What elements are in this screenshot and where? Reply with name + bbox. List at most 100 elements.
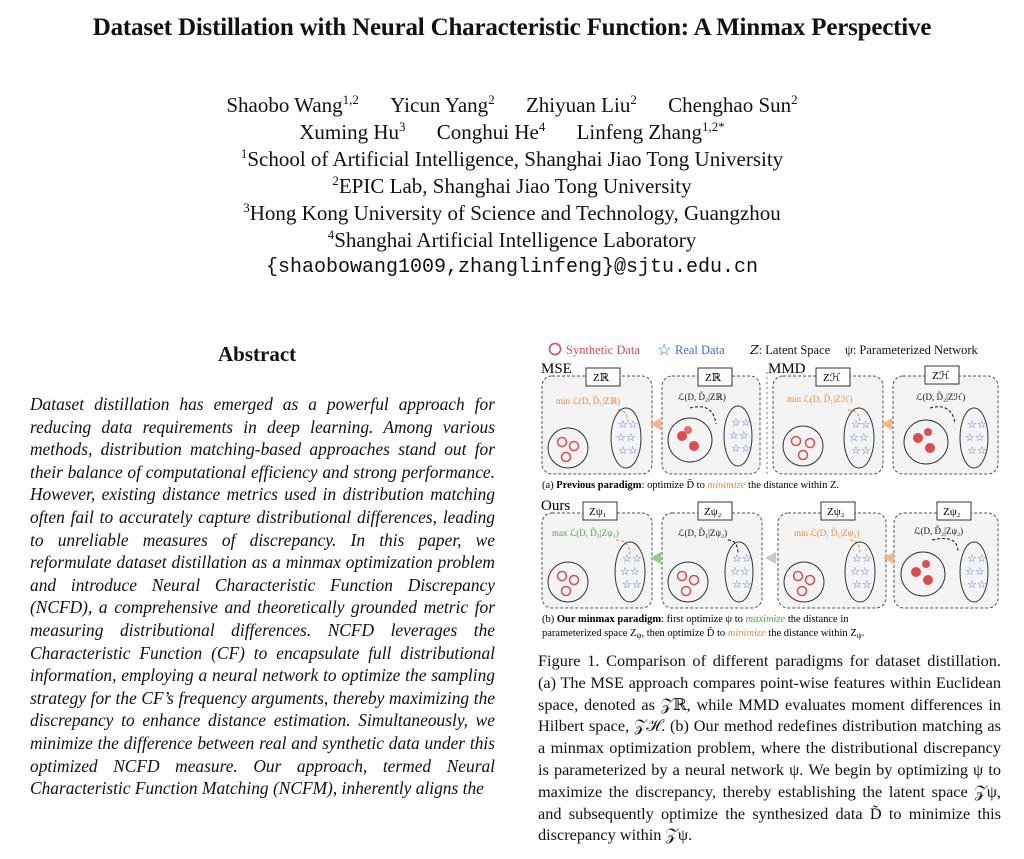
svg-text:☆☆: ☆☆ — [967, 579, 987, 591]
figure-1: Synthetic Data ☆ Real Data 𝑍: Latent Spa… — [538, 336, 1000, 641]
arrow — [689, 406, 717, 425]
legend-synthetic: Synthetic Data — [566, 343, 640, 357]
author-sup: 1,2 — [342, 92, 359, 107]
affiliation: 1School of Artificial Intelligence, Shan… — [0, 146, 1024, 173]
legend-param: ψ: Parameterized Network — [845, 343, 979, 357]
caption-b-line2: parameterized space Zψ, then optimize D̃… — [542, 626, 864, 640]
affiliation: 2EPIC Lab, Shanghai Jiao Tong University — [0, 173, 1024, 200]
svg-text:☆☆: ☆☆ — [849, 432, 869, 444]
svg-text:☆☆: ☆☆ — [965, 566, 985, 578]
z-box — [697, 501, 733, 521]
author-sup: 3 — [399, 119, 406, 134]
svg-text:☆☆: ☆☆ — [852, 553, 872, 565]
authors-line-1: Shaobo Wang1,2 Yicun Yang2 Zhiyuan Liu2 … — [0, 92, 1024, 119]
affiliation-text: EPIC Lab, Shanghai Jiao Tong University — [338, 174, 692, 198]
z-box — [582, 501, 618, 521]
caption-a: (a) Previous paradigm: optimize D̃ to mi… — [542, 478, 839, 491]
figure-diagram: Synthetic Data ☆ Real Data 𝑍: Latent Spa… — [541, 342, 999, 640]
arrow — [847, 409, 861, 425]
z-box — [936, 501, 972, 521]
z-box — [697, 367, 733, 387]
author-name: Chenghao Sun — [668, 93, 792, 117]
arrow — [929, 406, 956, 425]
svg-text:☆☆: ☆☆ — [967, 553, 987, 565]
caption-b-line1: (b) Our minmax paradigm: first optimize … — [542, 614, 849, 625]
author-name: Linfeng Zhang — [576, 120, 702, 144]
affiliation: 3Hong Kong University of Science and Tec… — [0, 200, 1024, 227]
row-label-ours: Ours — [541, 498, 570, 514]
email[interactable]: {shaobowang1009,zhanglinfeng}@sjtu.edu.c… — [265, 256, 759, 279]
author-sup: 1,2* — [701, 119, 725, 134]
z-label: Zℋ — [932, 370, 950, 382]
affiliation-text: Hong Kong University of Science and Tech… — [249, 201, 781, 225]
z-box — [815, 367, 851, 387]
loss-label: min ℒ(D, D̃₁|Zℋ) — [787, 394, 853, 404]
arrow-head — [765, 552, 776, 564]
loss-label: max ℒ(D, D̃₁|Zψ₁) — [552, 528, 619, 538]
z-label: Zψ₂ — [704, 506, 722, 518]
z-label: Zℝ — [705, 372, 722, 384]
affiliation: 4Shanghai Artificial Intelligence Labora… — [0, 227, 1024, 254]
loss-label: ℒ(D, D̃₂|Zℋ) — [916, 392, 965, 402]
author-sup: 2 — [630, 92, 637, 107]
loss-label: min ℒ(D, D̃₁|Zψ₂) — [794, 528, 859, 538]
author-name: Shaobo Wang — [226, 93, 343, 117]
paper-title: Dataset Distillation with Neural Charact… — [92, 14, 932, 41]
loss-label: ℒ(D, D̃₁|Zψ₂) — [678, 528, 727, 538]
affiliation-text: Shanghai Artificial Intelligence Laborat… — [334, 228, 697, 252]
svg-text:☆☆: ☆☆ — [967, 445, 987, 457]
z-label: Zψ₂ — [943, 506, 961, 518]
svg-text:☆☆: ☆☆ — [851, 445, 871, 457]
author-name: Conghui He — [436, 120, 539, 144]
author-name: Yicun Yang — [390, 93, 489, 117]
svg-text:☆☆: ☆☆ — [620, 566, 640, 578]
arrow — [615, 539, 631, 557]
legend-latent: 𝑍: Latent Space — [749, 343, 831, 357]
arrow-head — [650, 418, 661, 430]
loss-label: ℒ(D, D̃₂|Zℝ) — [678, 392, 726, 402]
author-sup: 2 — [791, 92, 798, 107]
figure-caption: Figure 1. Comparison of different paradi… — [538, 651, 1001, 845]
svg-text:☆☆: ☆☆ — [732, 579, 752, 591]
z-box — [924, 365, 960, 385]
loss-label: ℒ(D, D̃₂|Zψ₂) — [914, 526, 963, 536]
affiliation-text: School of Artificial Intelligence, Shang… — [247, 147, 784, 171]
author-name: Xuming Hu — [299, 120, 400, 144]
cluster-group: ☆☆ ☆☆ ☆☆ ☆☆ ☆☆ ☆☆ ☆☆ ☆☆ ☆☆ ☆☆ ☆☆ — [547, 541, 989, 603]
authors-line-2: Xuming Hu3 Conghui He4 Linfeng Zhang1,2* — [0, 119, 1024, 146]
author-sup: 2 — [488, 92, 495, 107]
z-box — [820, 501, 856, 521]
arrow-head — [881, 418, 892, 430]
abstract-heading: Abstract — [218, 342, 297, 366]
author: Xuming Hu3 — [299, 120, 405, 144]
arrow-head — [883, 552, 894, 564]
affiliation-sup: 4 — [327, 227, 335, 242]
author-sup: 4 — [538, 119, 546, 134]
svg-text:☆☆: ☆☆ — [622, 579, 642, 591]
author: Shaobo Wang1,2 — [226, 93, 359, 117]
panel-ours-3 — [777, 512, 887, 609]
svg-text:☆☆: ☆☆ — [851, 419, 871, 431]
synthetic-legend-icon — [548, 342, 562, 356]
legend-real: Real Data — [675, 343, 725, 357]
panel-mse-2 — [661, 375, 761, 475]
z-label: Zψ₁ — [589, 506, 607, 518]
svg-text:☆☆: ☆☆ — [616, 432, 636, 444]
author: Conghui He4 — [437, 120, 546, 144]
row-label-mse: MSE — [541, 361, 572, 377]
z-label: Zψ₂ — [827, 506, 845, 518]
svg-text:☆☆: ☆☆ — [731, 417, 751, 429]
z-label: Zℋ — [823, 372, 841, 384]
svg-text:☆☆: ☆☆ — [622, 553, 642, 565]
star-legend-icon: ☆ — [657, 342, 671, 359]
abstract-text: Dataset distillation has emerged as a po… — [30, 394, 495, 799]
author-name: Zhiyuan Liu — [525, 93, 631, 117]
svg-text:☆☆: ☆☆ — [731, 443, 751, 455]
arrow — [849, 539, 861, 555]
svg-text:☆☆: ☆☆ — [852, 579, 872, 591]
z-box — [585, 367, 621, 387]
svg-text:☆☆: ☆☆ — [618, 419, 638, 431]
cluster-group: ☆☆ ☆☆ ☆☆ ☆☆ ☆☆ ☆☆ ☆☆ ☆☆ ☆☆ ☆☆ ☆☆ — [547, 405, 989, 469]
svg-text:☆☆: ☆☆ — [965, 432, 985, 444]
svg-text:☆☆: ☆☆ — [850, 566, 870, 578]
